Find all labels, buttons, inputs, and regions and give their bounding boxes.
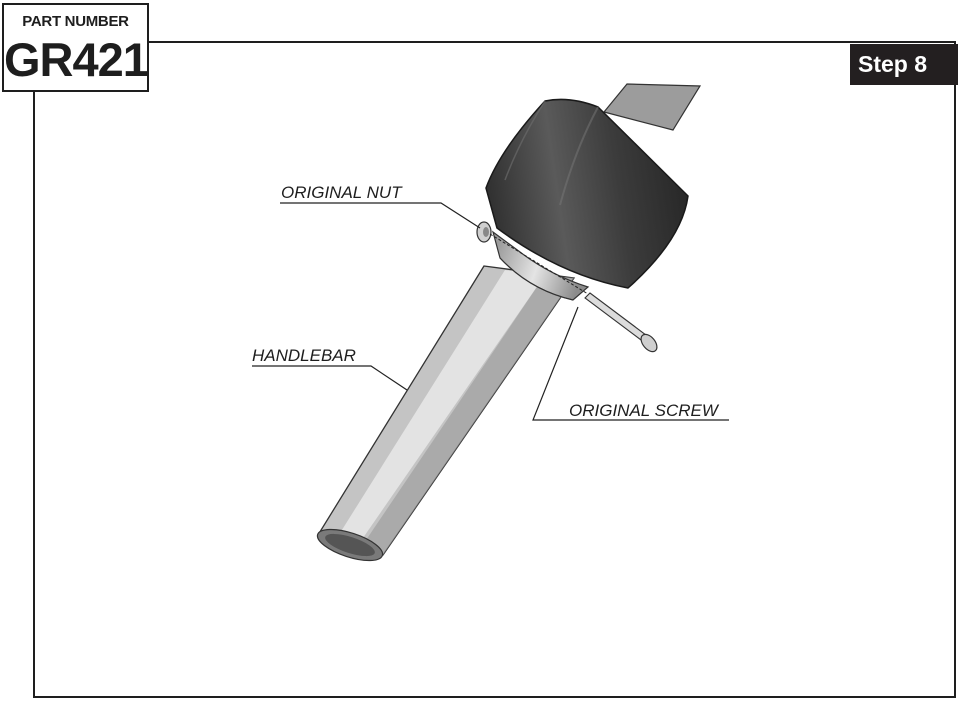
handlebar-label: HANDLEBAR <box>252 346 356 365</box>
handlebar-leader <box>252 365 408 391</box>
handlebar-grip <box>485 98 689 289</box>
assembly-axis <box>489 233 589 295</box>
handlebar-tube <box>316 265 576 562</box>
collar-ring <box>491 230 590 301</box>
part-number-value: GR421 <box>4 33 149 86</box>
diagram-frame <box>33 41 956 698</box>
step-badge: Step 8 <box>850 44 958 85</box>
part-number-caption: PART NUMBER <box>22 13 129 30</box>
original-screw-part <box>584 292 658 353</box>
original-nut-label: ORIGINAL NUT <box>281 183 403 202</box>
upper-tube <box>602 83 702 131</box>
part-number-box: PART NUMBER GR421 <box>2 3 149 92</box>
original-nut-part <box>476 221 492 243</box>
nut-leader <box>280 202 481 229</box>
screw-leader <box>532 306 729 421</box>
original-screw-label: ORIGINAL SCREW <box>569 401 720 420</box>
